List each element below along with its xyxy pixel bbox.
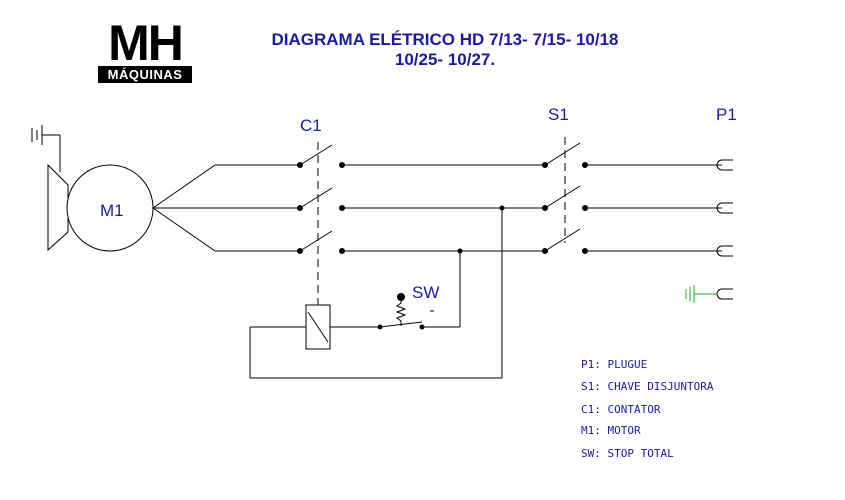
logo-subtitle: MÁQUINAS	[107, 67, 183, 82]
breaker-label: S1	[548, 105, 569, 124]
breaker-s1	[542, 137, 588, 254]
control-circuit	[249, 208, 503, 379]
legend-item-m1: M1: MOTOR	[581, 424, 641, 437]
contactor-c1	[297, 142, 345, 305]
phase-wires-left	[215, 164, 300, 252]
phase-wires-right	[585, 164, 722, 252]
stop-switch-label: SW	[412, 283, 439, 302]
plug-label: P1	[716, 105, 737, 124]
diagram-title-line1: DIAGRAMA ELÉTRICO HD 7/13- 7/15- 10/18	[271, 30, 619, 49]
legend: P1: PLUGUE S1: CHAVE DISJUNTORA C1: CONT…	[581, 358, 714, 460]
control-junctions	[377, 205, 505, 330]
logo-mark: MH	[108, 15, 184, 71]
plug-ground-icon	[685, 285, 716, 303]
legend-item-s1: S1: CHAVE DISJUNTORA	[581, 380, 714, 393]
motor-label: M1	[100, 201, 124, 220]
motor-m1-icon	[47, 163, 216, 252]
mh-maquinas-logo: MH MÁQUINAS	[98, 15, 192, 83]
plug-p1-terminals	[716, 159, 733, 300]
ground-icon	[31, 125, 61, 172]
stop-button-icon	[397, 293, 434, 312]
legend-item-c1: C1: CONTATOR	[581, 403, 661, 416]
logo-bar	[98, 66, 192, 83]
contactor-label: C1	[300, 116, 322, 135]
legend-item-p1: P1: PLUGUE	[581, 358, 647, 371]
legend-item-sw: SW: STOP TOTAL	[581, 447, 674, 460]
phase-wires-middle	[342, 164, 545, 252]
diagram-title-line2: 10/25- 10/27.	[394, 50, 496, 69]
